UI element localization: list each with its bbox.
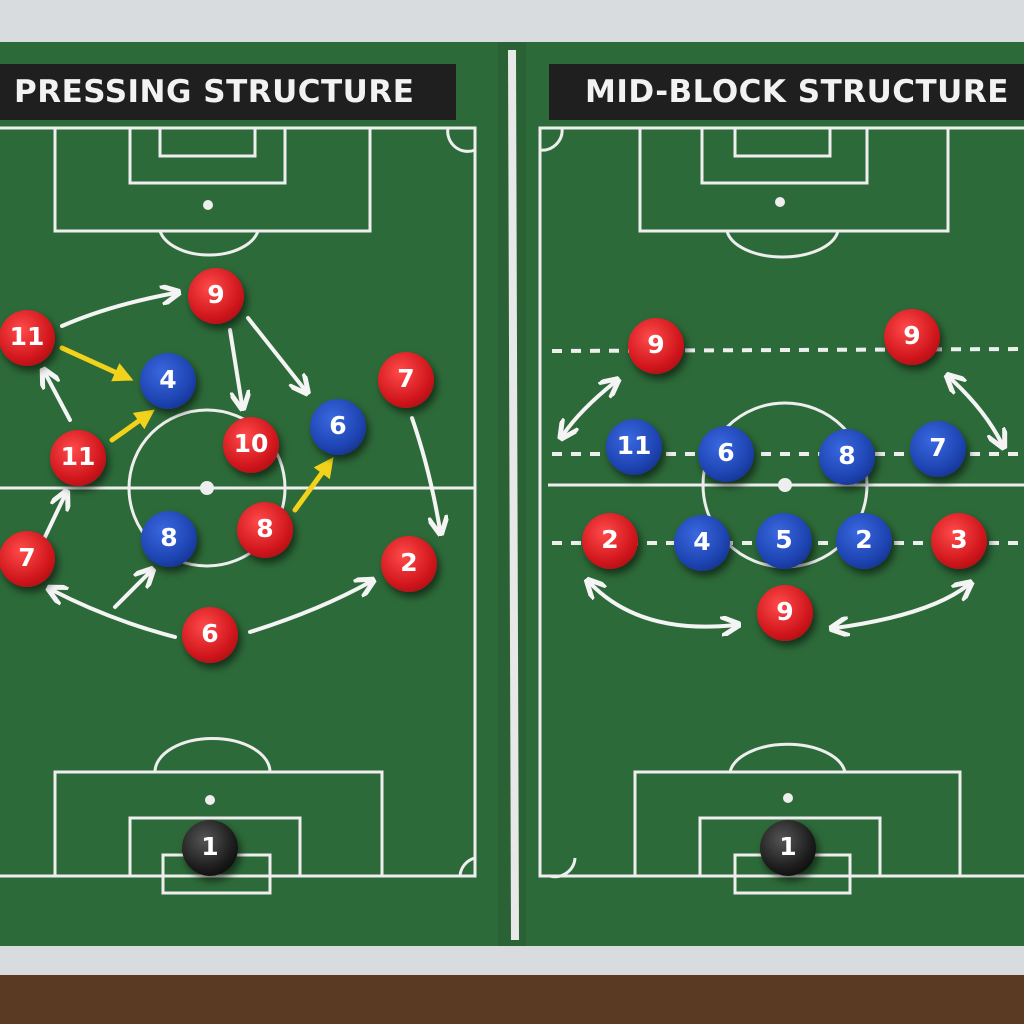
panel-title-pressing: PRESSING STRUCTURE [0, 64, 456, 120]
red-player-magnet[interactable]: 9 [757, 585, 813, 641]
blue-player-magnet[interactable]: 8 [141, 511, 197, 567]
red-player-magnet[interactable]: 9 [884, 309, 940, 365]
goalkeeper-player-magnet[interactable]: 1 [760, 820, 816, 876]
blue-player-magnet[interactable]: 6 [698, 426, 754, 482]
red-player-magnet[interactable]: 9 [188, 268, 244, 324]
blue-player-magnet[interactable]: 2 [836, 513, 892, 569]
red-player-magnet[interactable]: 2 [381, 536, 437, 592]
blue-player-magnet[interactable]: 6 [310, 399, 366, 455]
red-player-magnet[interactable]: 6 [182, 607, 238, 663]
red-player-magnet[interactable]: 3 [931, 513, 987, 569]
blue-player-magnet[interactable]: 4 [140, 353, 196, 409]
blue-player-magnet[interactable]: 11 [606, 419, 662, 475]
blue-player-magnet[interactable]: 5 [756, 513, 812, 569]
red-player-magnet[interactable]: 9 [628, 318, 684, 374]
goalkeeper-player-magnet[interactable]: 1 [182, 820, 238, 876]
blue-player-magnet[interactable]: 7 [910, 421, 966, 477]
red-player-magnet[interactable]: 8 [237, 502, 293, 558]
red-player-magnet[interactable]: 10 [223, 417, 279, 473]
left-pitch-lines [0, 126, 477, 895]
board-divider [508, 49, 519, 941]
blue-player-magnet[interactable]: 8 [819, 429, 875, 485]
pressing-trigger-arrows [59, 345, 334, 513]
red-player-magnet[interactable]: 11 [0, 310, 55, 366]
movement-arrows [45, 293, 1002, 639]
red-player-magnet[interactable]: 11 [50, 430, 106, 486]
red-player-magnet[interactable]: 7 [378, 352, 434, 408]
red-player-magnet[interactable]: 2 [582, 513, 638, 569]
blue-player-magnet[interactable]: 4 [674, 515, 730, 571]
red-player-magnet[interactable]: 7 [0, 531, 55, 587]
panel-title-mid-block: MID-BLOCK STRUCTURE [549, 64, 1024, 120]
